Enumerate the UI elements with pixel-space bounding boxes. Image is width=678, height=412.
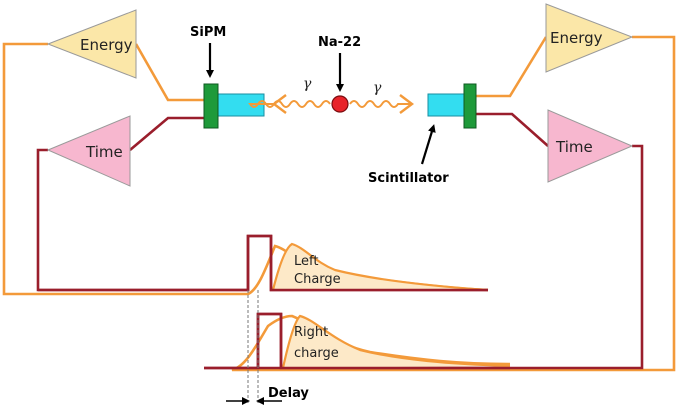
- left-energy-input-wire: [134, 43, 204, 102]
- source-label: Na-22: [318, 35, 361, 50]
- gamma-ray-left: [248, 100, 331, 108]
- gamma-label-left: γ: [303, 76, 312, 92]
- left-energy-output-wire: [2, 42, 489, 296]
- left-charge-label-line2: Charge: [294, 272, 341, 287]
- scintillator-pointer-arrow: [420, 124, 436, 165]
- right-charge-outline: [281, 314, 511, 369]
- scintillator-label: Scintillator: [368, 171, 449, 186]
- energy-amplifier-left: [46, 9, 137, 79]
- scintillator-right: [427, 93, 465, 117]
- gamma-arrowhead-right: [399, 94, 414, 114]
- right-charge-pulse: [283, 316, 510, 368]
- gamma-ray-right: [349, 100, 410, 108]
- gamma-arrowhead-left: [272, 94, 287, 114]
- left-charge-pulse: [273, 244, 488, 290]
- right-time-input-wire: [476, 112, 549, 147]
- delay-label: Delay: [268, 386, 309, 401]
- energy-amplifier-right-label: Energy: [550, 29, 603, 47]
- energy-amplifier-right: [545, 3, 634, 73]
- time-amplifier-right: [547, 109, 634, 183]
- time-amplifier-left-label: Time: [85, 143, 123, 161]
- time-amplifier-right-label: Time: [555, 138, 593, 156]
- left-charge-outline: [271, 242, 489, 292]
- sipm-right: [463, 83, 477, 129]
- gamma-label-right: γ: [373, 80, 382, 96]
- sipm-left: [203, 83, 219, 129]
- right-energy-input-wire: [476, 36, 548, 98]
- right-charge-label-line2: charge: [294, 346, 339, 361]
- energy-amplifier-left-label: Energy: [80, 36, 133, 54]
- left-time-input-wire: [129, 116, 204, 151]
- left-charge-label-line1: Left: [294, 254, 318, 269]
- right-time-pulse: [204, 312, 510, 370]
- time-amplifier-left: [46, 115, 131, 187]
- left-time-pulse: [38, 234, 488, 292]
- na22-source: [331, 95, 349, 113]
- right-charge-label-line1: Right: [294, 325, 328, 340]
- sipm-label: SiPM: [190, 25, 226, 40]
